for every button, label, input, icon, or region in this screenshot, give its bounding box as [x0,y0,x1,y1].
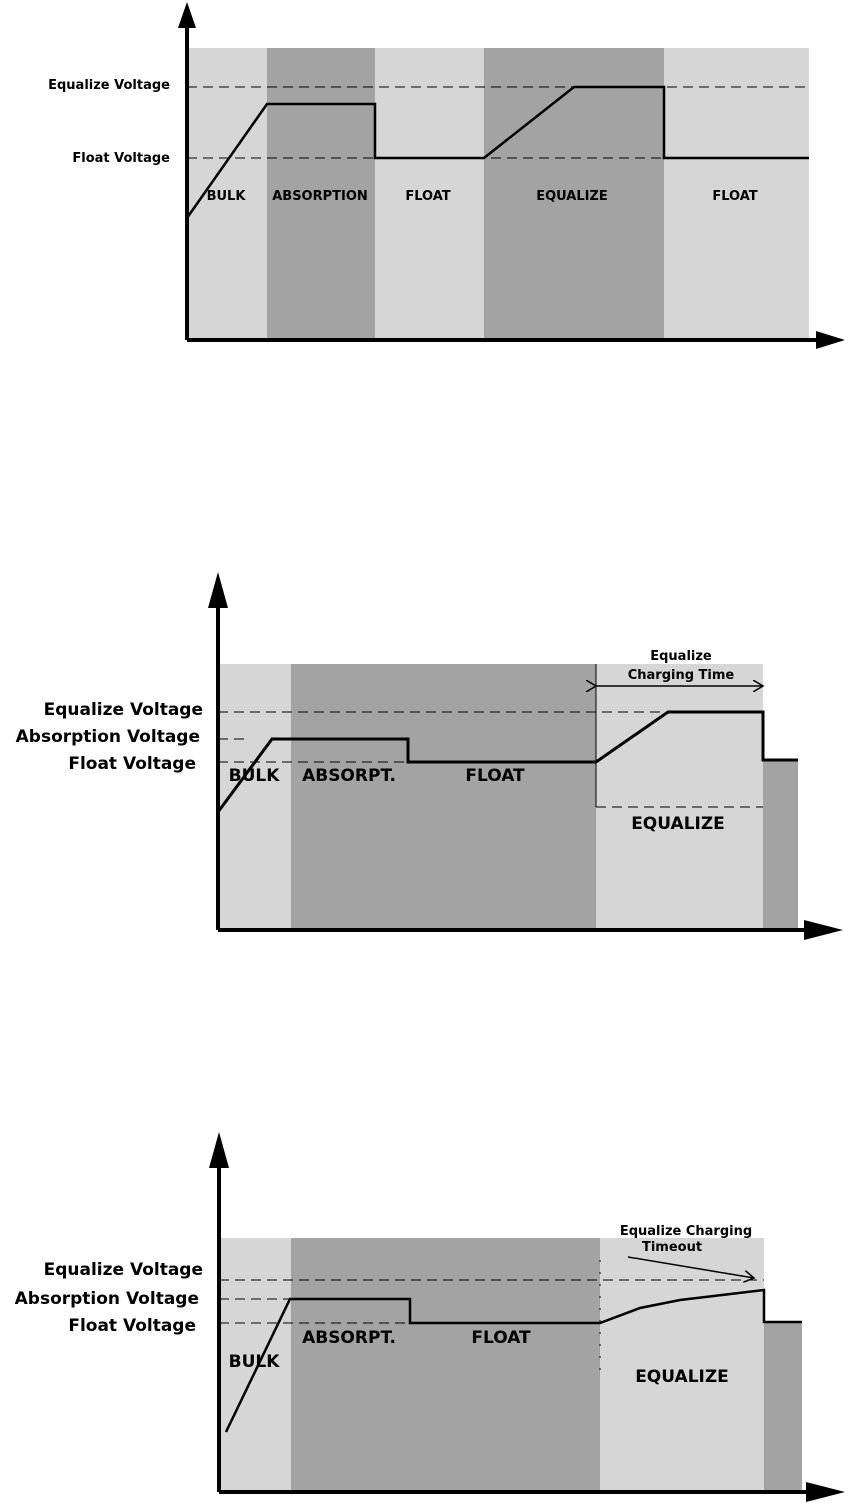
absorption-voltage-label: Absorption Voltage [16,727,200,747]
stage-label-absorpt: ABSORPT. [302,766,396,786]
band-after-equalize [764,1322,802,1490]
equalize-voltage-label: Equalize Voltage [48,78,170,93]
stage-label-bulk: BULK [207,189,247,204]
stage-label-float-2: FLOAT [712,189,757,204]
x-axis-arrow-icon [816,331,845,349]
float-voltage-label: Float Voltage [72,151,170,166]
annotation-line-1: Equalize Charging [620,1224,752,1239]
band-after-equalize [763,760,798,928]
band-bulk [187,48,267,338]
y-axis-arrow-icon [178,2,196,28]
voltage-curve [185,85,809,219]
x-axis-arrow-icon [806,1482,845,1502]
band-absorption [267,48,375,338]
stage-label-float: FLOAT [405,189,450,204]
band-float [375,48,484,338]
diagram-2: Equalize Voltage Absorption Voltage Floa… [16,572,843,940]
band-equalize [484,48,664,338]
stage-label-float: FLOAT [465,766,525,786]
stage-label-float: FLOAT [471,1328,531,1348]
diagram-3: Equalize Voltage Absorption Voltage Floa… [15,1132,845,1502]
band-absorpt-float [291,1238,600,1490]
stage-label-equalize: EQUALIZE [631,814,725,834]
stage-label-bulk: BULK [229,766,281,786]
stage-label-bulk: BULK [229,1352,281,1372]
band-float-2 [664,48,809,338]
stage-label-equalize: EQUALIZE [536,189,608,204]
float-voltage-label: Float Voltage [68,754,196,774]
band-absorpt-float [291,664,596,928]
absorption-voltage-label: Absorption Voltage [15,1289,199,1309]
stage-label-absorpt: ABSORPT. [302,1328,396,1348]
x-axis-arrow-icon [804,920,843,940]
stage-label-absorption: ABSORPTION [272,189,368,204]
voltage-curve [216,710,798,813]
voltage-curve [224,1288,802,1433]
y-axis-arrow-icon [209,1132,229,1168]
equalize-voltage-label: Equalize Voltage [44,700,203,720]
annotation-line-2: Charging Time [628,668,735,683]
y-axis-arrow-icon [208,572,228,608]
equalize-charging-timeout-arrow [627,1256,754,1278]
equalize-voltage-label: Equalize Voltage [44,1260,203,1280]
annotation-line-2: Timeout [642,1240,702,1255]
float-voltage-label: Float Voltage [68,1316,196,1336]
stage-label-equalize: EQUALIZE [635,1367,729,1387]
annotation-line-1: Equalize [650,649,712,664]
diagram-1: Equalize Voltage Float Voltage BULK ABSO… [48,2,845,349]
band-equalize [596,664,763,928]
